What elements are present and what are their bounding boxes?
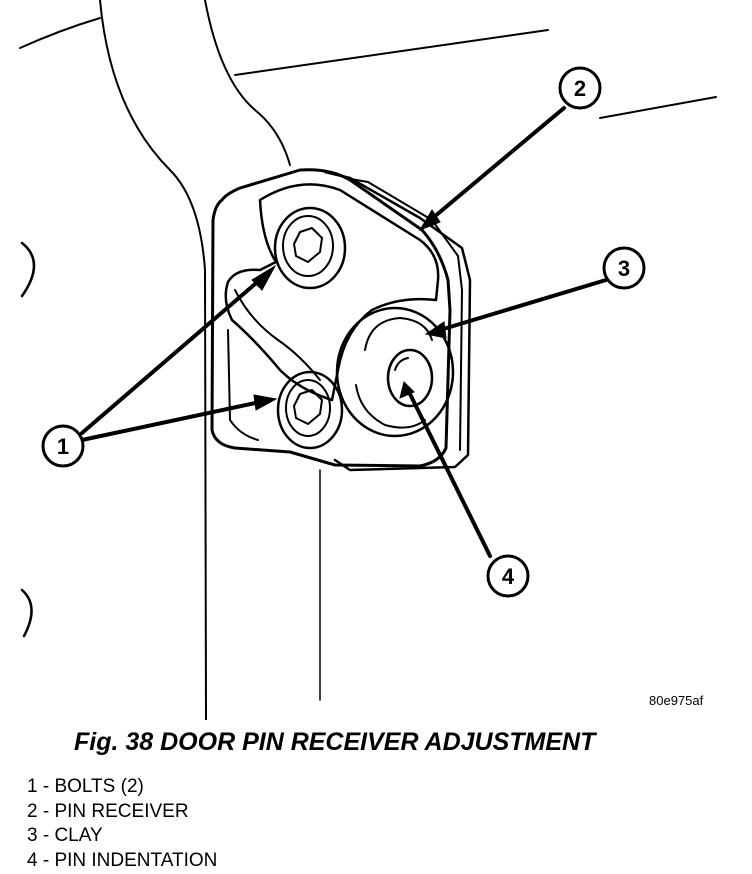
door-pin-receiver-illustration: 1 2 3 4	[19, 0, 717, 720]
pin-indentation	[386, 348, 434, 408]
callout-1-label: 1	[57, 434, 69, 459]
legend-item-bolts: 1 - BOLTS (2)	[27, 776, 144, 797]
bolt-lower	[276, 370, 344, 450]
legend-item-pin-receiver: 2 - PIN RECEIVER	[27, 800, 189, 822]
callout-2-circle	[558, 66, 602, 110]
pin-receiver	[210, 168, 472, 472]
legend: 1 - BOLTS (2) 2 - PIN RECEIVER 3 - CLAY …	[27, 775, 217, 873]
figure-code: 80e975af	[649, 693, 704, 708]
callout-leaders	[80, 106, 608, 558]
clay	[335, 306, 455, 438]
door-frame-lines	[19, 0, 717, 720]
legend-item-clay: 3 - CLAY	[27, 825, 103, 846]
arrow-heads	[251, 209, 447, 411]
callout-circles: 1 2 3 4	[41, 66, 646, 598]
figure-caption: Fig. 38 DOOR PIN RECEIVER ADJUSTMENT	[74, 728, 596, 756]
callout-3-label: 3	[618, 256, 630, 281]
callout-4-label: 4	[502, 564, 515, 589]
bolt-upper	[273, 206, 347, 290]
callout-4-circle	[486, 554, 530, 598]
callout-2-label: 2	[574, 76, 586, 101]
callout-1-circle	[41, 424, 85, 468]
callout-3-circle	[602, 246, 646, 290]
legend-item-pin-indentation: 4 - PIN INDENTATION	[27, 849, 218, 871]
